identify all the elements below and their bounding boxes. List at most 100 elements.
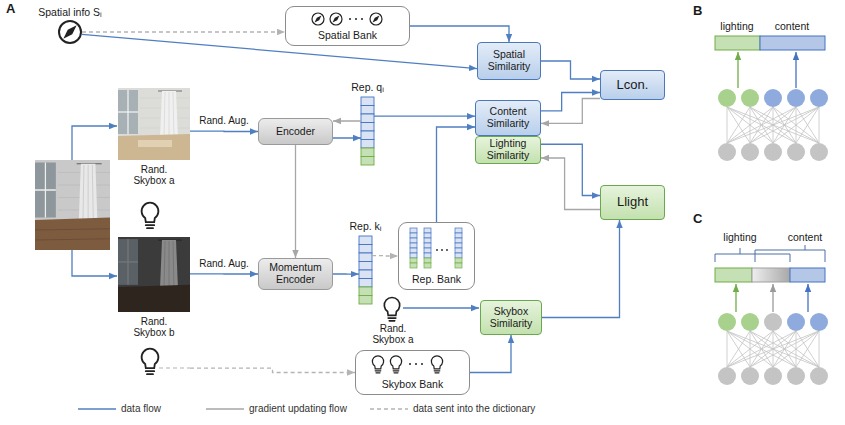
vector-k-cells: [359, 287, 372, 296]
vector-q-cells: [361, 97, 374, 165]
dictionary-arrow: [372, 255, 398, 257]
panel-b-illustration: [787, 89, 805, 107]
legend-entry: data flow: [78, 403, 161, 414]
representation-bank: Rep. Bank: [398, 222, 475, 290]
dictionary-sample: [370, 405, 408, 413]
spatial-bank-icons: [355, 18, 357, 20]
node-label: Content Similarity: [479, 106, 537, 130]
rep-bank-vectors: [424, 228, 431, 268]
panel-b-illustration: [718, 143, 736, 161]
rep-bank-vectors: [424, 248, 431, 253]
compass-needle: [63, 25, 76, 38]
scene-image-b: [169, 241, 170, 289]
bulb-icon: [384, 297, 399, 320]
source-scene-image: [35, 163, 56, 218]
node-label: Skybox Similarity: [484, 306, 538, 330]
panel-c-illustration: [755, 245, 825, 262]
panel-c-illustration: [715, 268, 752, 282]
compass-needle: [63, 25, 76, 38]
gradient-arrow: [541, 99, 600, 124]
scene-image-a: [164, 92, 165, 138]
scene-image-b: [118, 237, 190, 312]
gradient-arrow: [333, 120, 361, 121]
skybox-bank-bulbs: [390, 356, 401, 373]
rep-bank-vectors: [410, 238, 417, 243]
data-wire: [72, 126, 117, 160]
spatial-info-compass: Spatial info Sᵢ: [58, 20, 82, 44]
rep-bank-vectors: [410, 248, 417, 253]
node-label: Rep. qᵢ: [351, 82, 384, 94]
scene-image-a: [118, 90, 138, 134]
source-scene-image: [35, 189, 56, 191]
rep-bank-vectors: [424, 253, 431, 258]
panel-b-illustration: [795, 52, 796, 88]
bulb-icon: [142, 349, 159, 374]
node-label: Llight: [617, 195, 648, 210]
vector-q-cells: [361, 148, 374, 157]
data-flow-arrow: [437, 127, 476, 222]
panel-b-illustration: [715, 36, 760, 50]
panel-c-illustration: [752, 268, 790, 282]
spatial-bank-icons: [370, 13, 382, 25]
encoder-box: Momentum Encoder: [258, 258, 333, 290]
scene-image-a: [164, 92, 174, 138]
skybox-bank-bulbs: [409, 363, 411, 365]
scene-image: Rand. Skybox b: [118, 237, 190, 378]
vector-q-cells: [361, 97, 374, 106]
node-label: Spatial Bank: [286, 30, 409, 42]
node-label: Rep. kᵢ: [350, 221, 382, 233]
spatial-bank-icons: [312, 13, 324, 25]
panel-letter: B: [693, 4, 702, 19]
rep-bank-vectors: [455, 258, 462, 263]
vector-q-cells: [361, 123, 374, 132]
similarity-box: Skybox Similarity: [480, 300, 542, 335]
data-flow-arrow: [541, 93, 600, 111]
vector-q-cells: [361, 106, 374, 115]
scene-image-b: [164, 241, 165, 289]
scene-image-a: [118, 88, 190, 160]
panel-c-illustration: [764, 367, 782, 385]
legend-text: data flow: [121, 403, 161, 414]
rep-bank-vectors: [446, 249, 448, 251]
source-scene-image: [83, 165, 84, 223]
vector-k-cells: [359, 279, 372, 288]
rep-bank-vectors: [424, 263, 431, 268]
rep-bank-vectors: [455, 263, 462, 268]
dictionary-arrow: [190, 368, 355, 372]
vector-k-cells: [359, 236, 372, 245]
rep-bank-vectors: [410, 243, 417, 248]
panel-c-illustration: [810, 313, 828, 331]
rep-bank-vectors: [424, 238, 431, 243]
skybox-bank-bulbs: [431, 356, 442, 373]
vector-k-cells: [359, 236, 372, 304]
dictionary-arrow: [82, 31, 285, 32]
vector-k-cells: [359, 262, 372, 271]
scene-image-a: [169, 92, 170, 138]
panel-c-illustration: [764, 313, 782, 331]
scene-image-a: [118, 134, 190, 160]
source-scene-image: [83, 165, 93, 223]
spatial-bank-icons: [330, 13, 342, 25]
rep-bank-vectors: [455, 228, 462, 233]
data-flow-arrow: [542, 220, 620, 318]
vector-k-cells: [359, 253, 372, 262]
panel-c-illustration: [810, 367, 828, 385]
bulb-icon: [142, 203, 159, 228]
panel-b-illustration: [737, 52, 738, 88]
segment-label: content: [775, 21, 809, 33]
panel-c-illustration: [807, 284, 808, 312]
skybox-bank-bulbs: [415, 363, 417, 365]
scene-image-b: [164, 241, 174, 289]
panel-b-illustration: [760, 36, 825, 50]
node-label: Rand. Skybox a: [128, 164, 180, 186]
scene-image-b: [173, 241, 174, 289]
data-flow-arrow: [190, 131, 258, 133]
vector-q-cells: [361, 157, 374, 166]
segment-label: content: [788, 232, 822, 244]
vector-q-cells: [361, 114, 374, 123]
source-scene-image: [35, 160, 110, 250]
node-label: Lighting Similarity: [479, 138, 537, 162]
data-flow-arrow: [190, 273, 258, 274]
representation-vector: Rep. kᵢ: [359, 236, 372, 304]
